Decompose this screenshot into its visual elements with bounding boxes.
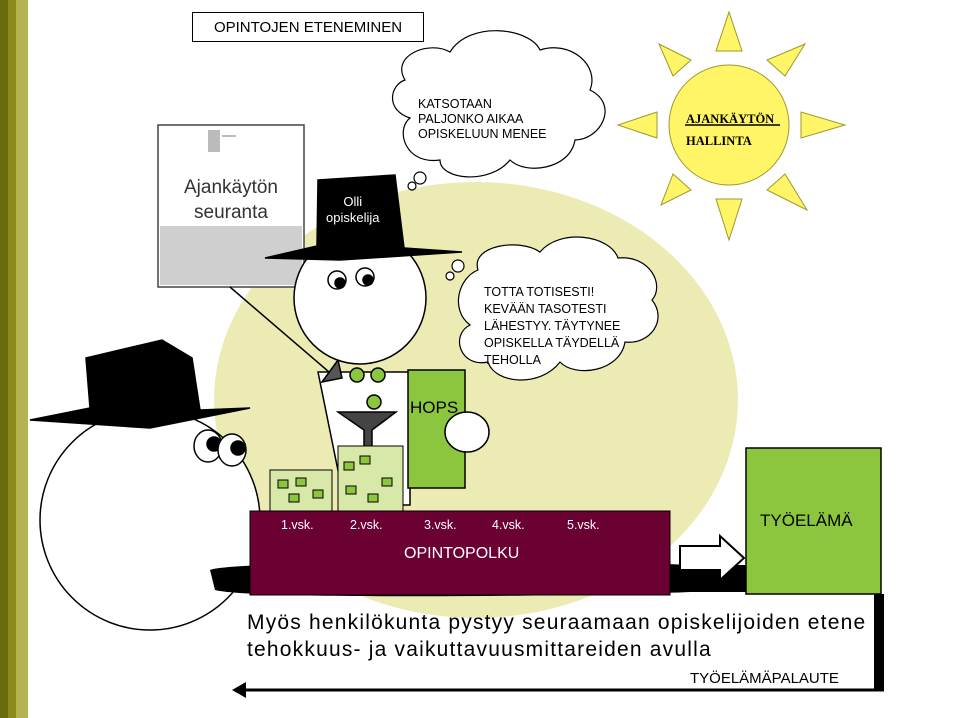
tracking-label-line: seuranta — [194, 202, 268, 223]
student-label-line: Olli — [343, 194, 363, 209]
sun-label-line: AJANKÄYTÖN — [686, 112, 775, 126]
year-label-3: 3.vsk. — [424, 518, 457, 532]
sun-label-line: HALLINTA — [686, 134, 752, 148]
student-label: Olli opiskelija — [326, 194, 379, 226]
thought-bubble-top — [392, 30, 606, 191]
year-label-1: 1.vsk. — [281, 518, 314, 532]
student-label-line: opiskelija — [326, 210, 380, 225]
thought-line: KATSOTAAN — [418, 97, 492, 111]
path-label: OPINTOPOLKU — [404, 545, 520, 562]
feedback-label: TYÖELÄMÄPALAUTE — [690, 670, 839, 687]
study-blocks — [269, 445, 404, 513]
year-label-2: 2.vsk. — [350, 518, 383, 532]
footer-caption: Myös henkilökunta pystyy seuraamaan opis… — [247, 609, 866, 663]
thought-line: OPISKELLA TÄYDELLÄ — [484, 336, 620, 350]
worklife-box — [745, 447, 882, 595]
thought-line: OPISKELUUN MENEE — [418, 127, 547, 141]
tracking-label-line: Ajankäytön — [183, 177, 278, 198]
year-label-5: 5.vsk. — [567, 518, 600, 532]
feedback-loop — [232, 594, 884, 698]
footer-line: tehokkuus- ja vaikuttavuusmittareiden av… — [247, 638, 712, 661]
thought-line: KEVÄÄN TASOTESTI — [484, 302, 607, 316]
tracking-label: Ajankäytön seuranta — [160, 175, 302, 225]
page-title: OPINTOJEN ETENEMINEN — [192, 12, 424, 42]
year-label-4: 4.vsk. — [492, 518, 525, 532]
tracking-document-icon — [157, 124, 305, 288]
thought-line: TEHOLLA — [484, 353, 541, 367]
thought-text-middle: TOTTA TOTISESTI! KEVÄÄN TASOTESTI LÄHEST… — [484, 284, 620, 369]
worklife-label: TYÖELÄMÄ — [760, 511, 853, 530]
thought-line: LÄHESTYY. TÄYTYNEE — [484, 319, 621, 333]
sun-label: AJANKÄYTÖN HALLINTA — [686, 108, 774, 152]
thought-bubble-middle — [445, 236, 659, 381]
thought-text-top: KATSOTAAN PALJONKO AIKAA OPISKELUUN MENE… — [418, 97, 547, 142]
footer-line: Myös henkilökunta pystyy seuraamaan opis… — [247, 611, 867, 634]
study-path-box — [249, 510, 671, 596]
thought-line: TOTTA TOTISESTI! — [484, 285, 595, 299]
left-accent-stripe — [0, 0, 28, 718]
staff-figure — [29, 339, 261, 631]
olli-hand — [444, 411, 490, 453]
hops-label: HOPS — [410, 398, 459, 417]
arrow-right-icon — [679, 533, 746, 583]
thought-line: PALJONKO AIKAA — [418, 112, 524, 126]
